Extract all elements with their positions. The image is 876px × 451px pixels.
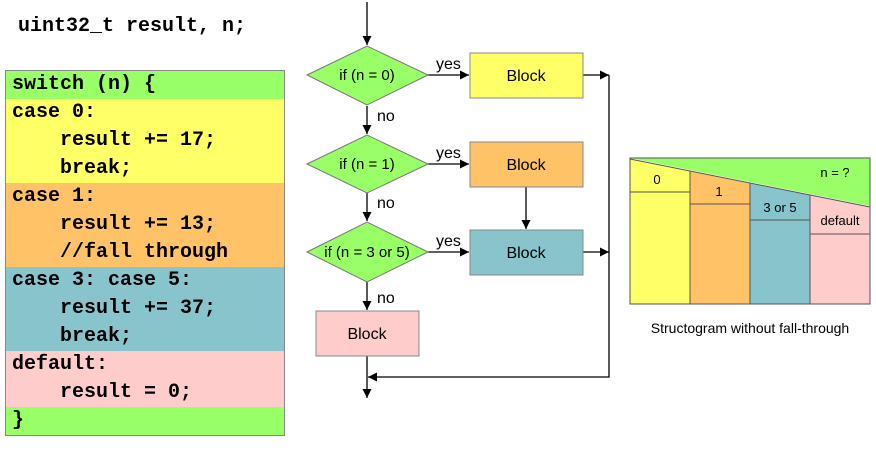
merge-line bbox=[368, 75, 610, 382]
condition-label-1: if (n = 0) bbox=[339, 67, 394, 84]
code-line: result += 37; bbox=[6, 295, 284, 323]
block-label-default: Block bbox=[347, 326, 387, 343]
structogram-case-3-5-body bbox=[750, 220, 810, 304]
code-line: result = 0; bbox=[6, 379, 284, 407]
yes-label-2: yes bbox=[436, 145, 461, 162]
code-line: switch (n) { bbox=[6, 71, 284, 99]
condition-label-2: if (n = 1) bbox=[339, 156, 394, 173]
block-default bbox=[315, 310, 420, 357]
no-label-2: no bbox=[377, 195, 395, 212]
code-line: } bbox=[6, 407, 284, 435]
code-line: //fall through bbox=[6, 239, 284, 267]
code-line: break; bbox=[6, 323, 284, 351]
code-line: case 1: bbox=[6, 183, 284, 211]
decision-diamond-3 bbox=[305, 221, 430, 283]
structogram-case-1-body bbox=[690, 204, 750, 304]
structogram-case-label-2: 3 or 5 bbox=[763, 200, 796, 215]
block-case-1 bbox=[469, 141, 584, 188]
structogram-case-0-header bbox=[630, 159, 690, 192]
switch-code-block: switch (n) {case 0: result += 17; break;… bbox=[5, 70, 285, 436]
structogram-case-1-header bbox=[690, 171, 750, 204]
structogram-default-body bbox=[810, 234, 870, 304]
structogram-caption: Structogram without fall-through bbox=[651, 320, 849, 336]
no-label-1: no bbox=[377, 108, 395, 125]
no-label-3: no bbox=[377, 290, 395, 307]
block-case-3-5 bbox=[469, 229, 584, 276]
variable-declaration: uint32_t result, n; bbox=[18, 15, 247, 38]
code-line: result += 13; bbox=[6, 211, 284, 239]
code-line: break; bbox=[6, 155, 284, 183]
block-label-1: Block bbox=[506, 157, 546, 174]
condition-label-3: if (n = 3 or 5) bbox=[324, 244, 409, 261]
yes-label-1: yes bbox=[436, 56, 461, 73]
code-line: result += 17; bbox=[6, 127, 284, 155]
decision-nodes bbox=[305, 45, 430, 283]
structogram-question: n = ? bbox=[820, 165, 849, 180]
structogram-case-label-1: 1 bbox=[715, 184, 722, 199]
decision-diamond-2 bbox=[305, 134, 430, 194]
yes-label-3: yes bbox=[436, 233, 461, 250]
block-label-0: Block bbox=[506, 68, 546, 85]
structogram-case-0-body bbox=[630, 192, 690, 304]
structogram-case-label-0: 0 bbox=[653, 172, 660, 187]
flow-connectors bbox=[362, 2, 610, 398]
decision-diamond-1 bbox=[305, 45, 430, 106]
block-case-0 bbox=[469, 52, 584, 99]
code-line: case 0: bbox=[6, 99, 284, 127]
structogram-default-header bbox=[810, 195, 870, 234]
structogram: n = ? 0 1 3 or 5 default Structogram wit… bbox=[629, 157, 871, 336]
code-line: default: bbox=[6, 351, 284, 379]
structogram-case-label-3: default bbox=[820, 213, 859, 228]
structogram-question-area bbox=[630, 158, 870, 206]
code-line: case 3: case 5: bbox=[6, 267, 284, 295]
block-label-3-5: Block bbox=[506, 245, 546, 262]
